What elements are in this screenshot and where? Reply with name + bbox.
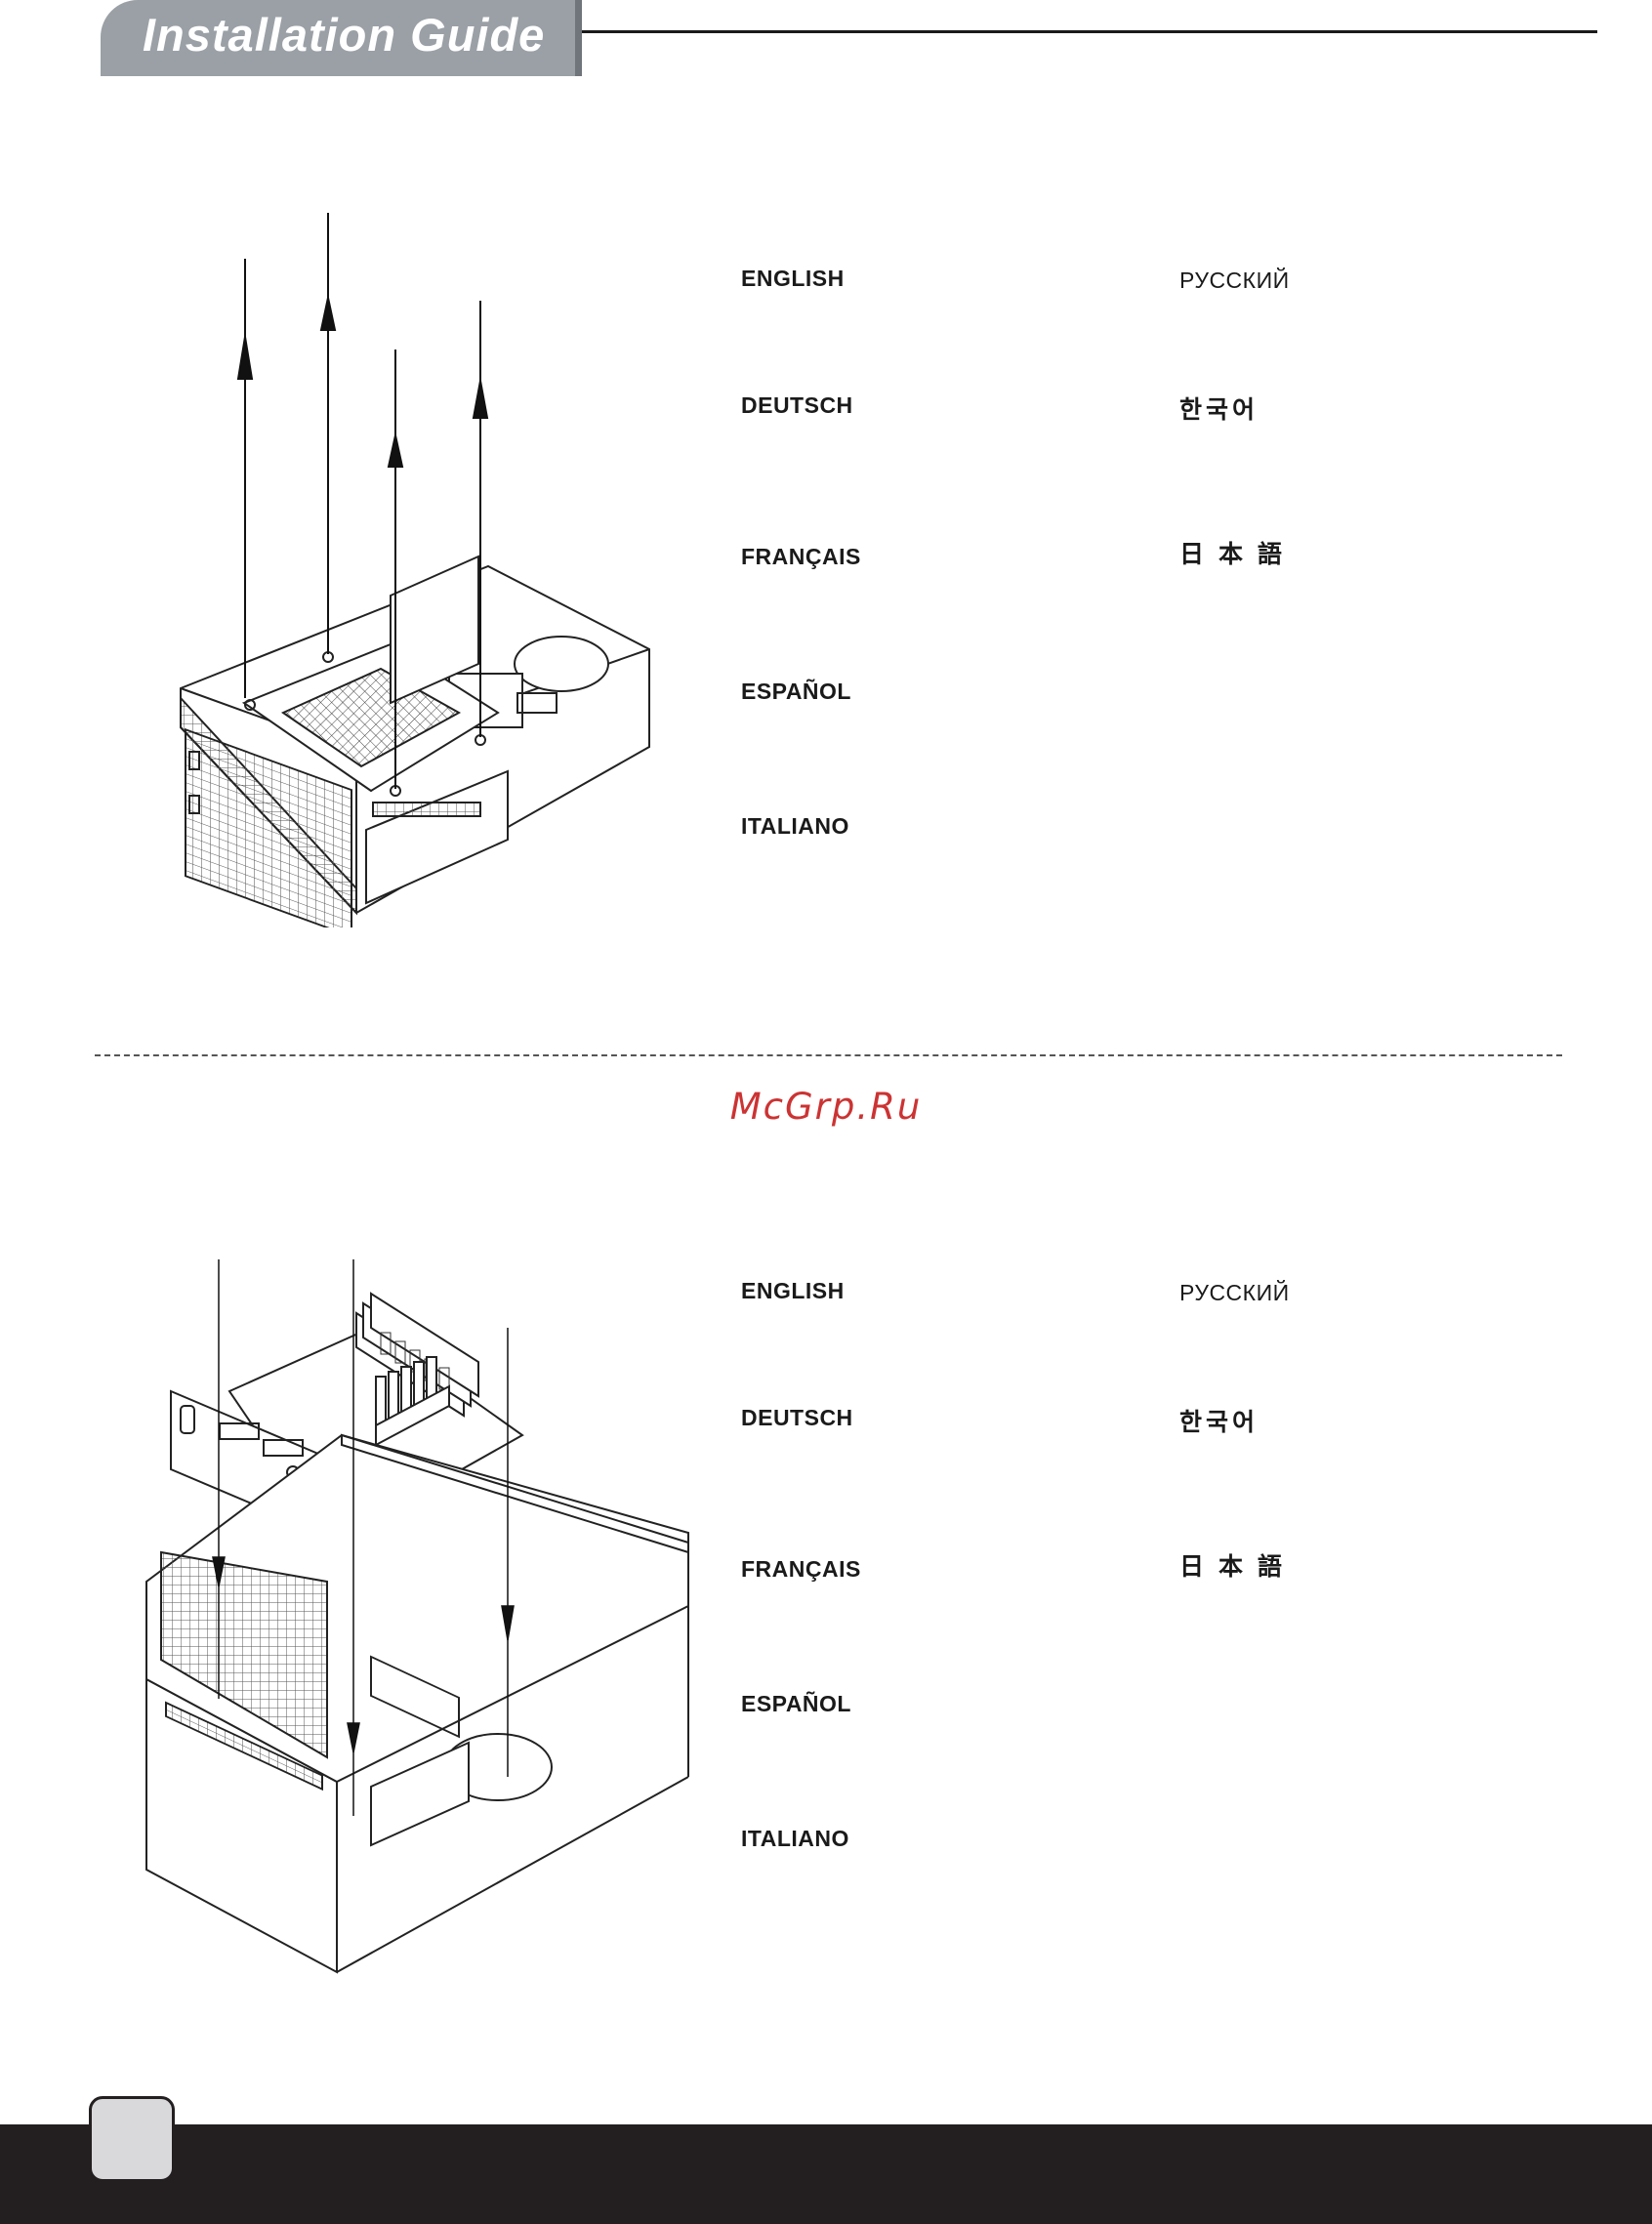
lang-label-korean-2: 한국어 [1179, 1403, 1259, 1438]
lang-label-espanol-2: ESPAÑOL [741, 1691, 851, 1717]
watermark: McGrp.Ru [0, 1086, 1652, 1128]
lang-label-italiano-1: ITALIANO [741, 813, 849, 840]
figure-remove-drive-cage [166, 205, 674, 927]
lang-label-japanese-1: 日 本 語 [1179, 535, 1286, 570]
header-rule [582, 30, 1597, 33]
lang-label-russian-1: РУССКИЙ [1179, 268, 1290, 294]
lang-label-korean-1: 한국어 [1179, 391, 1259, 426]
lang-label-espanol-1: ESPAÑOL [741, 679, 851, 705]
lang-label-italiano-2: ITALIANO [741, 1826, 849, 1852]
lang-label-deutsch-2: DEUTSCH [741, 1405, 853, 1431]
figure-install-motherboard [137, 1259, 703, 1992]
lang-label-francais-1: FRANÇAIS [741, 544, 861, 570]
lang-label-japanese-2: 日 本 語 [1179, 1547, 1286, 1583]
lang-label-english-1: ENGLISH [741, 266, 845, 292]
section-separator [95, 1054, 1562, 1056]
lang-label-russian-2: РУССКИЙ [1179, 1280, 1290, 1306]
lang-label-english-2: ENGLISH [741, 1278, 845, 1304]
footer-bar [0, 2124, 1652, 2224]
lang-label-francais-2: FRANÇAIS [741, 1556, 861, 1583]
page-number-box [89, 2096, 175, 2182]
page-title: Installation Guide [143, 8, 545, 62]
lang-label-deutsch-1: DEUTSCH [741, 392, 853, 419]
